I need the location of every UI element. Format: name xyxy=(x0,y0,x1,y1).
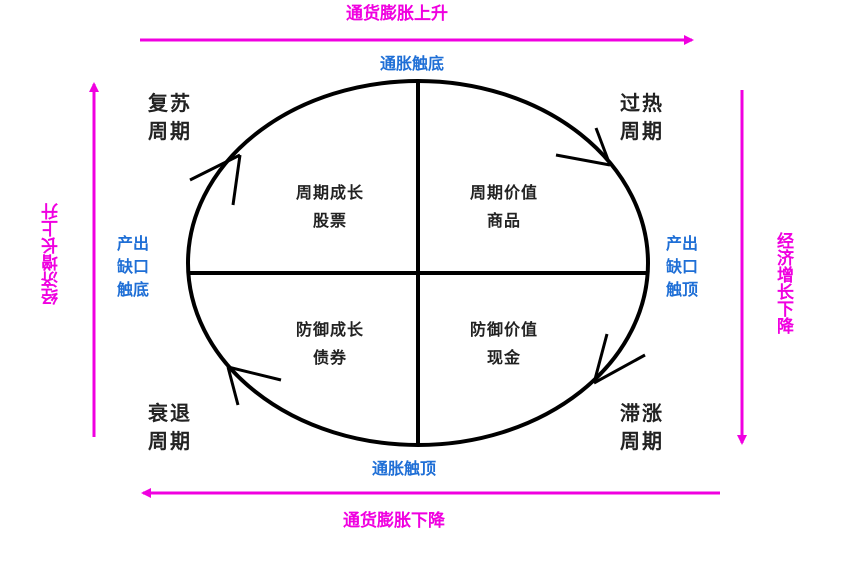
direction-indicator-bottom-left xyxy=(226,365,282,406)
label-inflation-down: 通货膨胀下降 xyxy=(343,511,445,531)
quadrant-cyclical-value-commodities: 周期价值 商品 xyxy=(469,183,538,230)
label-growth-down: 经济增长下降 xyxy=(773,232,793,334)
label-overheat-cycle: 过热 周期 xyxy=(620,91,664,143)
direction-indicator-top-right xyxy=(555,127,612,167)
direction-indicator-top-left xyxy=(189,153,242,206)
label-output-gap-top: 产出 缺口 触顶 xyxy=(666,234,699,299)
cycle-ellipse xyxy=(186,79,650,447)
direction-indicator-bottom-right xyxy=(592,333,646,385)
quadrant-cyclical-growth-stocks: 周期成长 股票 xyxy=(295,183,364,230)
label-growth-up: 经济增长上升 xyxy=(42,203,62,305)
label-inflation-peak: 通胀触底 xyxy=(380,54,445,73)
label-recession-cycle: 衰退 周期 xyxy=(148,401,192,453)
quadrant-defensive-growth-bonds: 防御成长 债券 xyxy=(295,320,364,367)
label-output-gap-bottom: 产出 缺口 触底 xyxy=(117,234,150,299)
quadrant-defensive-value-cash: 防御价值 现金 xyxy=(469,320,538,367)
label-recovery-cycle: 复苏 周期 xyxy=(148,91,192,143)
label-inflation-up: 通货膨胀上升 xyxy=(346,4,448,24)
label-inflation-trough: 通胀触顶 xyxy=(372,459,437,478)
label-stagflation-cycle: 滞涨 周期 xyxy=(620,401,664,453)
